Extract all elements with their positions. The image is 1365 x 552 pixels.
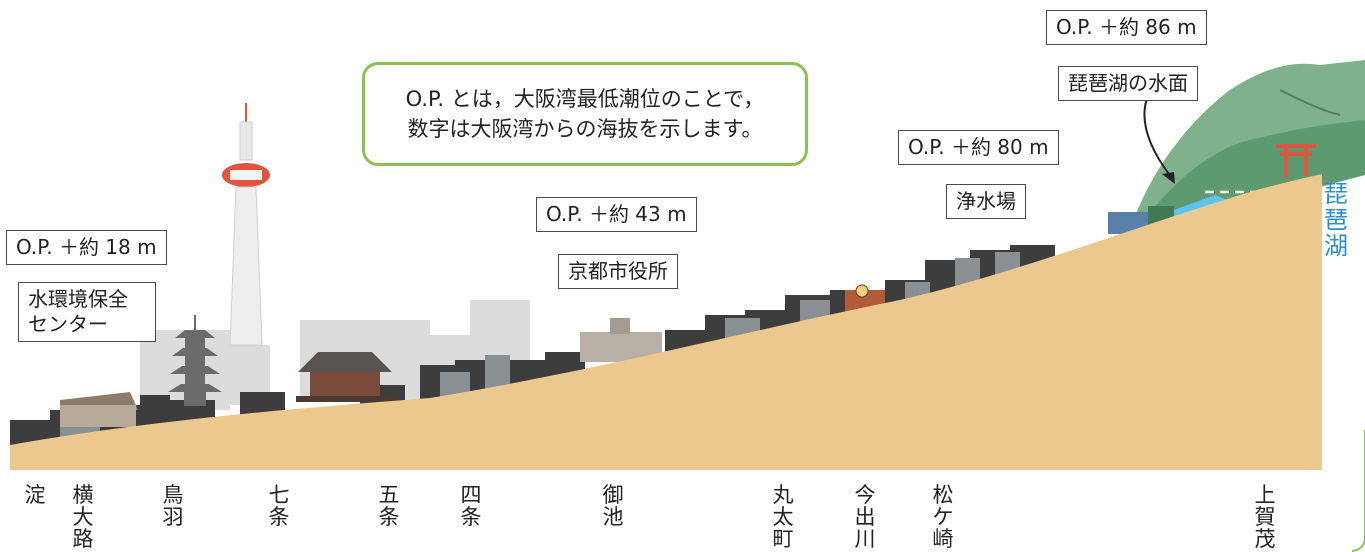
elevation-label-sewage-center: O.P. ＋約 18 m bbox=[6, 230, 167, 265]
station-label: 今出川 bbox=[854, 483, 876, 552]
station-label: 上賀茂 bbox=[1254, 483, 1276, 552]
station-label: 四条 bbox=[460, 483, 482, 530]
elevation-label-water-plant: O.P. ＋約 80 m bbox=[898, 130, 1059, 165]
place-label-biwa-lake: 琵琶湖の水面 bbox=[1058, 66, 1198, 101]
station-label: 五条 bbox=[378, 483, 400, 530]
ground-slope bbox=[10, 174, 1322, 470]
place-label-sewage-center: 水環境保全センター bbox=[18, 282, 156, 342]
torii-gate bbox=[1276, 144, 1316, 178]
elevation-label-city-hall: O.P. ＋約 43 m bbox=[536, 197, 697, 232]
station-label: 御池 bbox=[602, 483, 624, 530]
station-label: 七条 bbox=[268, 483, 290, 530]
station-label: 松ケ崎 bbox=[932, 483, 954, 552]
temple-gate bbox=[296, 352, 394, 402]
clock-tower bbox=[845, 284, 885, 318]
station-label: 丸太町 bbox=[772, 483, 794, 552]
lake-arrow bbox=[1143, 95, 1173, 179]
place-label-water-plant: 浄水場 bbox=[946, 184, 1026, 219]
note-line-1: O.P. とは，大阪湾最低潮位のことで， bbox=[405, 86, 765, 111]
note-line-2: 数字は大阪湾からの海抜を示します。 bbox=[407, 117, 763, 141]
elevation-label-biwa-lake: O.P. ＋約 86 m bbox=[1046, 10, 1207, 45]
op-definition-note: O.P. とは，大阪湾最低潮位のことで， 数字は大阪湾からの海抜を示します。 bbox=[362, 62, 808, 166]
frame-corner bbox=[1352, 430, 1365, 552]
place-label-city-hall: 京都市役所 bbox=[558, 254, 678, 289]
kyoto-tower bbox=[222, 103, 270, 346]
biwa-lake-label: 琵琶湖 bbox=[1324, 180, 1348, 260]
station-label: 横大路 bbox=[72, 483, 94, 552]
toji-pagoda bbox=[168, 315, 222, 406]
station-label: 淀 bbox=[24, 483, 46, 507]
factory-building bbox=[60, 392, 138, 427]
station-label: 鳥羽 bbox=[162, 483, 184, 530]
